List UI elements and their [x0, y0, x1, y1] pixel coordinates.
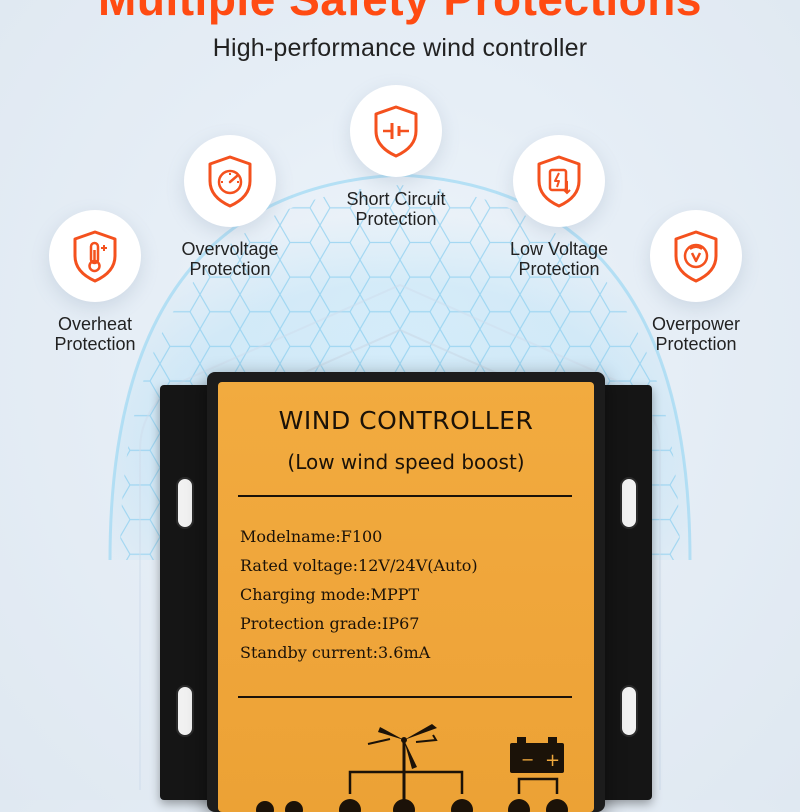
feature-label-line2: Protection — [355, 209, 437, 229]
feature-label-line2: Protection — [518, 259, 600, 279]
spec-rated-voltage: Rated voltage:12V/24V(Auto) — [240, 556, 478, 575]
feature-short-circuit: Short Circuit Protection — [306, 85, 486, 229]
feature-low-voltage: Low Voltage Protection — [469, 135, 649, 279]
divider — [238, 495, 572, 497]
spec-model: Modelname:F100 — [240, 527, 383, 546]
gauge-shield-icon — [184, 135, 276, 227]
feature-label-line1: Low Voltage — [509, 239, 609, 259]
short-circuit-shield-icon — [350, 85, 442, 177]
battery-minus: − — [521, 750, 534, 769]
mounting-slot — [620, 477, 638, 529]
mounting-slot — [620, 685, 638, 737]
headline: Multiple Safety Protections — [0, 0, 800, 26]
wiring-diagram: − + — [256, 724, 568, 812]
spec-charging-mode: Charging mode:MPPT — [240, 585, 420, 604]
feature-overheat: Overheat Protection — [5, 210, 185, 354]
controller-subtitle: (Low wind speed boost) — [287, 450, 525, 474]
mounting-slot — [176, 685, 194, 737]
battery-plus: + — [545, 750, 560, 771]
feature-label-line2: Protection — [655, 334, 737, 354]
feature-overvoltage: Overvoltage Protection — [140, 135, 320, 279]
subtitle: High-performance wind controller — [212, 34, 588, 62]
low-voltage-shield-icon — [513, 135, 605, 227]
spec-standby-current: Standby current:3.6mA — [240, 643, 431, 662]
battery-icon: − + — [510, 737, 564, 773]
spec-list: Modelname:F100 Rated voltage:12V/24V(Aut… — [240, 522, 478, 667]
feature-label-line1: Overvoltage — [181, 239, 279, 259]
feature-label-line1: Short Circuit — [346, 189, 446, 209]
feature-label-line2: Protection — [54, 334, 136, 354]
divider — [238, 696, 572, 698]
mounting-slot — [176, 477, 194, 529]
feature-label-line1: Overpower — [651, 314, 741, 334]
terminal-block — [256, 799, 568, 812]
spec-protection-grade: Protection grade:IP67 — [240, 614, 420, 633]
feature-overpower: Overpower Protection — [606, 210, 786, 354]
overpower-shield-icon — [650, 210, 742, 302]
feature-label-line1: Overheat — [57, 314, 133, 334]
controller-title: WIND CONTROLLER — [278, 406, 534, 435]
wind-turbine-icon — [367, 724, 438, 807]
thermometer-shield-icon — [49, 210, 141, 302]
feature-label-line2: Protection — [189, 259, 271, 279]
